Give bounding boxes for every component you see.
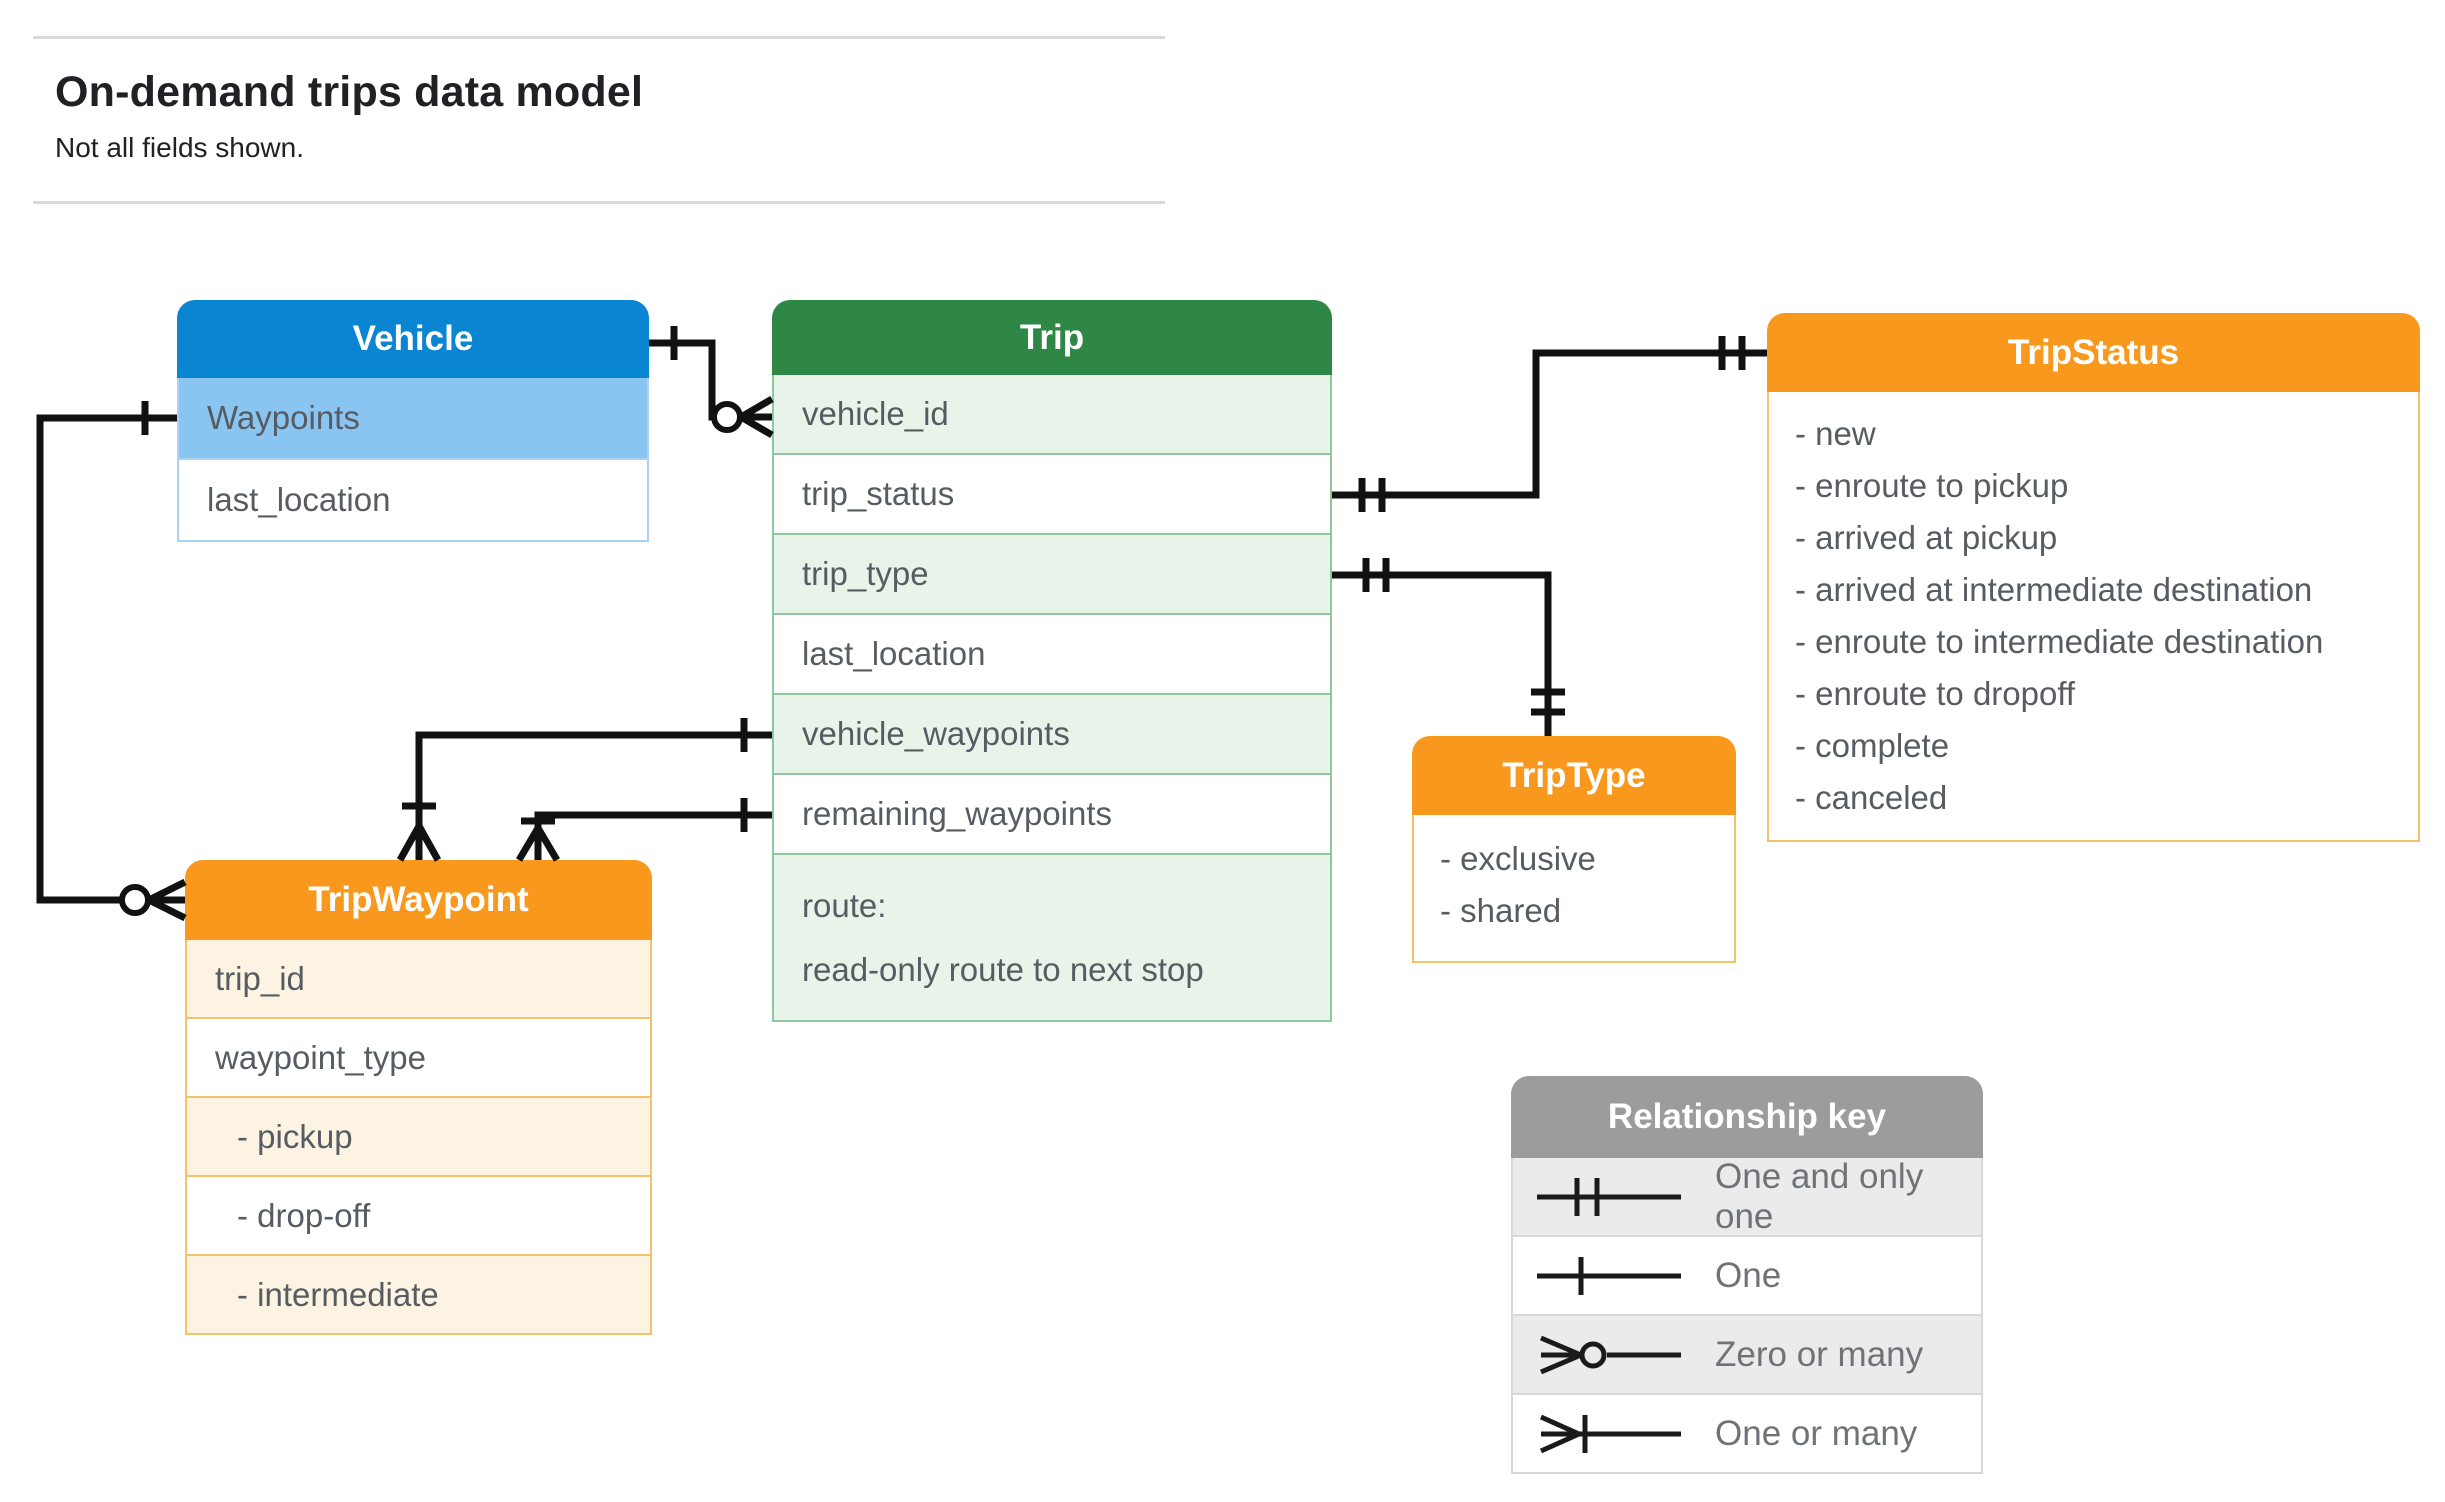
vehicle-row-waypoints: Waypoints [179,378,647,458]
trip-waypoint-row-trip-id: trip_id [187,940,650,1017]
entity-trip-title: Trip [772,300,1332,375]
trip-waypoint-enum-intermediate: - intermediate [187,1254,650,1333]
legend-label: One [1715,1255,1782,1295]
trip-waypoint-enum-drop-off: - drop-off [187,1175,650,1254]
trip-type-item: - shared [1440,892,1562,929]
entity-trip-waypoint: TripWaypoint trip_id waypoint_type - pic… [185,860,652,1335]
trip-route-description: read-only route to next stop [802,950,1204,988]
legend-label: One and only one [1715,1156,1924,1236]
trip-route-label: route: [802,886,887,924]
trip-status-item: - enroute to dropoff [1795,675,2076,712]
legend-row-one-and-only-one: One and only one [1513,1156,1981,1236]
legend-label: One or many [1715,1413,1918,1453]
trip-row-trip-type: trip_type [774,533,1330,613]
trip-status-item: - complete [1795,727,1950,764]
trip-row-route: route: read-only route to next stop [774,853,1330,1020]
title-divider [33,201,1165,204]
connector-trip-triptype [1332,571,1552,736]
trip-status-item: - enroute to pickup [1795,467,2069,504]
vehicle-row-last-location: last_location [179,458,647,540]
connector-trip-vehicle-waypoints [415,731,772,826]
entity-trip: Trip vehicle_id trip_status trip_type la… [772,300,1332,1022]
connector-vehicle-tripwaypoint [36,414,177,904]
trip-row-vehicle-waypoints: vehicle_waypoints [774,693,1330,773]
legend-row-one: One [1513,1235,1981,1314]
entity-trip-type-title: TripType [1412,736,1736,815]
relationship-key: Relationship key One and only one One [1511,1076,1983,1474]
connector-trip-remaining-waypoints [534,811,772,828]
trip-status-item: - canceled [1795,779,1948,816]
one-icon [1537,1256,1681,1295]
page-subtitle: Not all fields shown. [55,132,305,163]
trip-waypoint-enum-pickup: - pickup [187,1096,650,1175]
entity-vehicle-title: Vehicle [177,300,649,378]
relationship-key-title: Relationship key [1511,1076,1983,1158]
trip-status-item: - arrived at pickup [1795,519,2058,556]
one-and-only-one-icon [1537,1177,1681,1216]
legend-row-one-or-many: One or many [1513,1393,1981,1472]
trip-waypoint-row-waypoint-type: waypoint_type [187,1017,650,1096]
connector-trip-tripstatus [1332,349,1767,499]
entity-trip-status-title: TripStatus [1767,313,2420,392]
page-title: On-demand trips data model [55,68,644,116]
trip-row-last-location: last_location [774,613,1330,693]
trip-row-trip-status: trip_status [774,453,1330,533]
entity-trip-waypoint-title: TripWaypoint [185,860,652,940]
entity-trip-type: TripType - exclusive - shared [1412,736,1736,963]
trip-status-item: - new [1795,415,1876,452]
trip-row-vehicle-id: vehicle_id [774,375,1330,453]
one-or-many-icon [1539,1414,1681,1453]
trip-row-remaining-waypoints: remaining_waypoints [774,773,1330,853]
trip-status-item: - enroute to intermediate destination [1795,623,2324,660]
top-divider [33,36,1165,39]
trip-status-item: - arrived at intermediate destination [1795,571,2313,608]
entity-vehicle: Vehicle Waypoints last_location [177,300,649,542]
legend-row-zero-or-many: Zero or many [1513,1314,1981,1393]
zero-or-many-icon [1540,1335,1681,1374]
trip-type-item: - exclusive [1440,840,1596,877]
entity-trip-status: TripStatus - new - enroute to pickup - a… [1767,313,2420,842]
legend-label: Zero or many [1715,1334,1924,1374]
connector-vehicle-trip [649,339,716,421]
